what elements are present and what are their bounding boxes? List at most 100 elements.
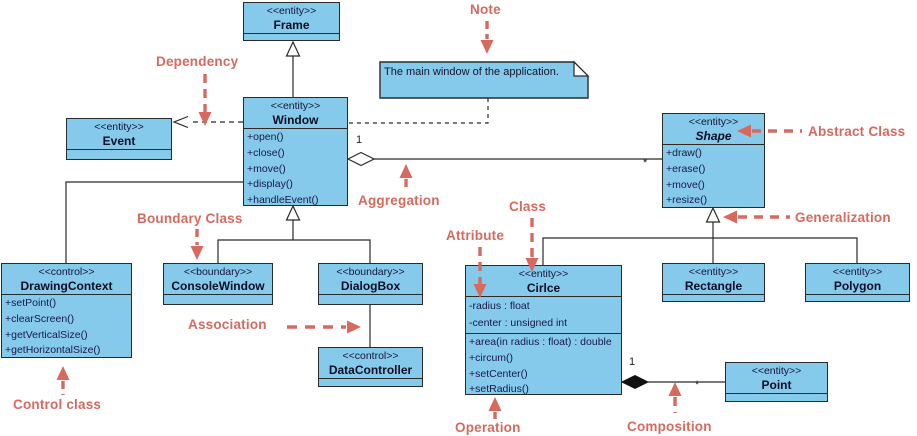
arrow-up-icon — [668, 382, 682, 396]
arrow-left-icon — [723, 210, 737, 224]
operations-compartment: +open() +close() +move() +display() +han… — [244, 129, 347, 209]
annotation-association-label: Association — [188, 317, 267, 332]
class-name: Frame — [273, 18, 310, 32]
empty-compartment — [663, 295, 764, 301]
class-consolewindow-box[interactable]: <<boundary>> ConsoleWindow — [163, 263, 273, 305]
empty-compartment — [319, 295, 422, 304]
empty-compartment — [319, 379, 422, 386]
empty-compartment — [726, 394, 827, 401]
class-event-box[interactable]: <<entity>> Event — [66, 118, 172, 160]
annotation-composition-label: Composition — [627, 419, 712, 434]
aggregation-annotation-arrow — [399, 164, 413, 192]
operation-item: +open() — [247, 131, 284, 143]
class-dialogbox-box[interactable]: <<boundary>> DialogBox — [318, 263, 423, 305]
class-stereotype: <<entity>> — [751, 365, 802, 377]
class-stereotype: <<boundary>> — [336, 266, 405, 278]
annotation-dependency-label: Dependency — [156, 54, 239, 69]
operations-compartment: +setPoint() +clearScreen() +getVerticalS… — [2, 295, 131, 359]
association-annotation-arrow — [287, 320, 361, 334]
note-annotation-arrow — [480, 21, 494, 54]
operation-item: +circum() — [469, 351, 514, 364]
operation-item: +close() — [247, 146, 285, 159]
composition-annotation-arrow — [668, 382, 682, 413]
generalization-triangle-icon — [285, 40, 301, 57]
operation-item: +setRadius() — [469, 383, 529, 396]
annotation-attribute-label: Attribute — [446, 228, 505, 243]
class-stereotype: <<entity>> — [518, 268, 569, 280]
class-annotation-arrow — [525, 218, 539, 272]
operation-annotation-arrow — [488, 397, 502, 419]
dependency-window-event-connector — [172, 115, 243, 129]
note-text: The main window of the application. — [384, 66, 559, 78]
class-name: Window — [272, 113, 319, 127]
multiplicity-label: * — [695, 379, 700, 391]
arrow-down-icon — [190, 246, 204, 260]
composition-circle-point-connector — [620, 374, 725, 390]
empty-compartment — [806, 295, 909, 301]
class-name: Polygon — [833, 279, 882, 293]
class-name: Event — [102, 134, 136, 148]
class-stereotype: <<control>> — [38, 266, 95, 278]
class-name: Cirlce — [526, 281, 561, 295]
composition-diamond-icon — [620, 374, 650, 390]
class-stereotype: <<entity>> — [94, 121, 144, 133]
class-circle-box[interactable]: <<entity>> Cirlce -radius : float -cente… — [465, 265, 622, 395]
arrow-down-icon — [480, 40, 494, 54]
attributes-compartment: -radius : float -center : unsigned int — [466, 297, 621, 334]
operation-item: +move() — [666, 178, 705, 191]
operation-item: +clearScreen() — [5, 312, 75, 325]
class-datacontroller-box[interactable]: <<control>> DataController — [318, 347, 423, 387]
class-name: ConsoleWindow — [171, 279, 265, 293]
class-stereotype: <<entity>> — [688, 116, 739, 128]
class-rectangle-box[interactable]: <<entity>> Rectangle — [662, 263, 765, 302]
arrow-down-icon — [198, 112, 212, 126]
empty-compartment — [67, 150, 171, 159]
open-arrow-icon — [172, 115, 189, 129]
generalization-annotation-arrow — [723, 210, 790, 224]
operation-item: +setPoint() — [5, 297, 57, 309]
operations-compartment: +draw() +erase() +move() +resize() — [663, 145, 764, 209]
class-point-box[interactable]: <<entity>> Point — [725, 362, 828, 402]
annotation-note-label: Note — [470, 2, 501, 17]
generalization-triangle-icon — [705, 206, 721, 223]
attribute-item: -radius : float — [469, 300, 530, 312]
class-name: DrawingContext — [20, 279, 113, 293]
class-stereotype: <<entity>> — [832, 266, 883, 278]
control-class-annotation-arrow — [56, 366, 70, 395]
class-drawingcontext-box[interactable]: <<control>> DrawingContext +setPoint() +… — [1, 263, 132, 358]
class-window-box[interactable]: <<entity>> Window +open() +close() +move… — [243, 97, 348, 206]
class-shape-box[interactable]: <<entity>> Shape +draw() +erase() +move(… — [662, 113, 765, 208]
operation-item: +handleEvent() — [247, 194, 319, 207]
class-stereotype: <<boundary>> — [183, 266, 253, 278]
annotation-generalization-label: Generalization — [795, 210, 891, 225]
class-stereotype: <<control>> — [342, 350, 399, 362]
class-stereotype: <<entity>> — [266, 5, 317, 17]
class-polygon-box[interactable]: <<entity>> Polygon — [805, 263, 910, 302]
operation-item: +resize() — [666, 194, 708, 207]
class-stereotype: <<entity>> — [688, 266, 739, 278]
class-name: Rectangle — [684, 279, 743, 293]
class-stereotype: <<entity>> — [270, 100, 321, 112]
class-frame-box[interactable]: <<entity>> Frame — [243, 2, 340, 41]
aggregation-window-shape-connector — [346, 151, 662, 167]
operation-item: +erase() — [666, 162, 706, 175]
annotation-control-class-label: Control class — [13, 397, 102, 412]
generalization-window-frame-connector — [285, 40, 301, 97]
dependency-annotation-arrow — [198, 74, 212, 126]
class-name: Shape — [695, 129, 732, 143]
operation-item: +display() — [247, 178, 293, 191]
multiplicity-label: 1 — [356, 134, 363, 146]
multiplicity-label: * — [643, 157, 648, 169]
aggregation-diamond-icon — [346, 151, 376, 167]
operation-item: +getHorizontalSize() — [5, 344, 101, 357]
operation-item: +area(in radius : float) : double — [469, 336, 612, 348]
class-name: Point — [761, 378, 792, 392]
empty-compartment — [244, 34, 339, 40]
operation-item: +setCenter() — [469, 367, 528, 380]
empty-compartment — [164, 295, 272, 304]
attribute-item: -center : unsigned int — [469, 316, 568, 329]
multiplicity-label: 1 — [629, 356, 636, 368]
annotation-abstract-class-label: Abstract Class — [808, 124, 906, 139]
note-anchor-connector — [348, 98, 489, 124]
